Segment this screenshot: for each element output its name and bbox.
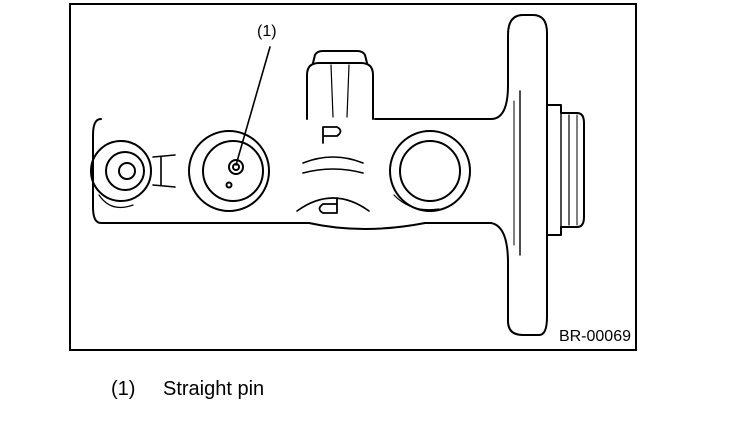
left-port-outer — [90, 140, 152, 202]
legend-item-text: Straight pin — [163, 378, 265, 400]
legend-item-number: (1) — [111, 378, 136, 400]
callout-leader-line — [235, 46, 271, 166]
end-plug — [546, 104, 585, 236]
port-1-outer — [188, 130, 270, 212]
straight-pin-icon — [228, 159, 244, 175]
master-cylinder-drawing — [90, 14, 585, 336]
diagram-figure: (1) BR-00069 — [69, 3, 637, 351]
port-2-outer — [389, 130, 471, 212]
figure-code: BR-00069 — [558, 328, 631, 345]
callout-label: (1) — [257, 23, 277, 40]
top-boss — [306, 62, 374, 120]
cylinder-body — [92, 14, 548, 336]
legend: (1) Straight pin — [111, 378, 264, 401]
